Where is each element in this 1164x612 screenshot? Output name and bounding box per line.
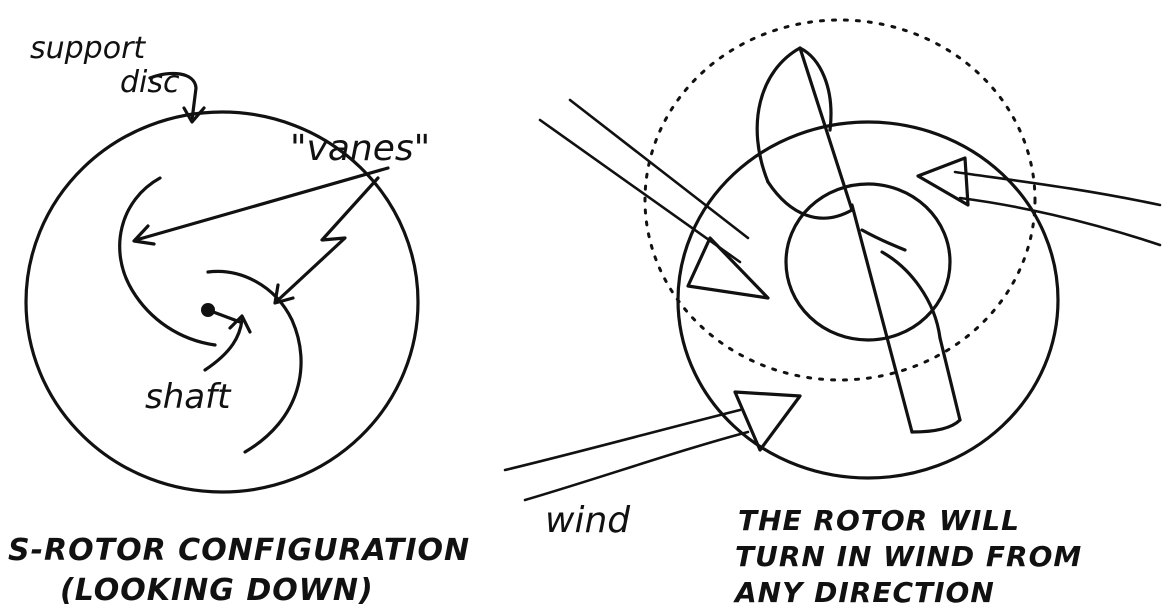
wind-label: wind [545,500,631,541]
vanes-label: "vanes" [290,128,430,169]
support-disc-label-line1: support [30,31,146,66]
rotor-perspective-view: wind THE ROTOR WILL TURN IN WIND FROM AN… [505,20,1160,609]
support-disc-circle [26,112,418,492]
right-caption-line3: ANY DIRECTION [733,576,995,609]
right-caption-line2: TURN IN WIND FROM [735,540,1082,573]
left-caption-line2: (LOOKING DOWN) [60,573,374,608]
left-caption-line1: S-ROTOR CONFIGURATION [8,533,470,568]
vane-lower [852,205,960,432]
wind-arrow-right [918,158,1160,245]
support-disc-label-line2: disc [120,65,180,100]
right-caption-line1: THE ROTOR WILL [738,504,1020,537]
s-rotor-top-view: support disc "vanes" shaft [8,31,470,608]
wind-arrow-lower-left [505,392,800,500]
shaft-label: shaft [145,377,232,417]
left-vane [120,178,215,345]
vanes-arrow-left [134,168,388,244]
wind-arrow-upper-left [540,100,768,298]
